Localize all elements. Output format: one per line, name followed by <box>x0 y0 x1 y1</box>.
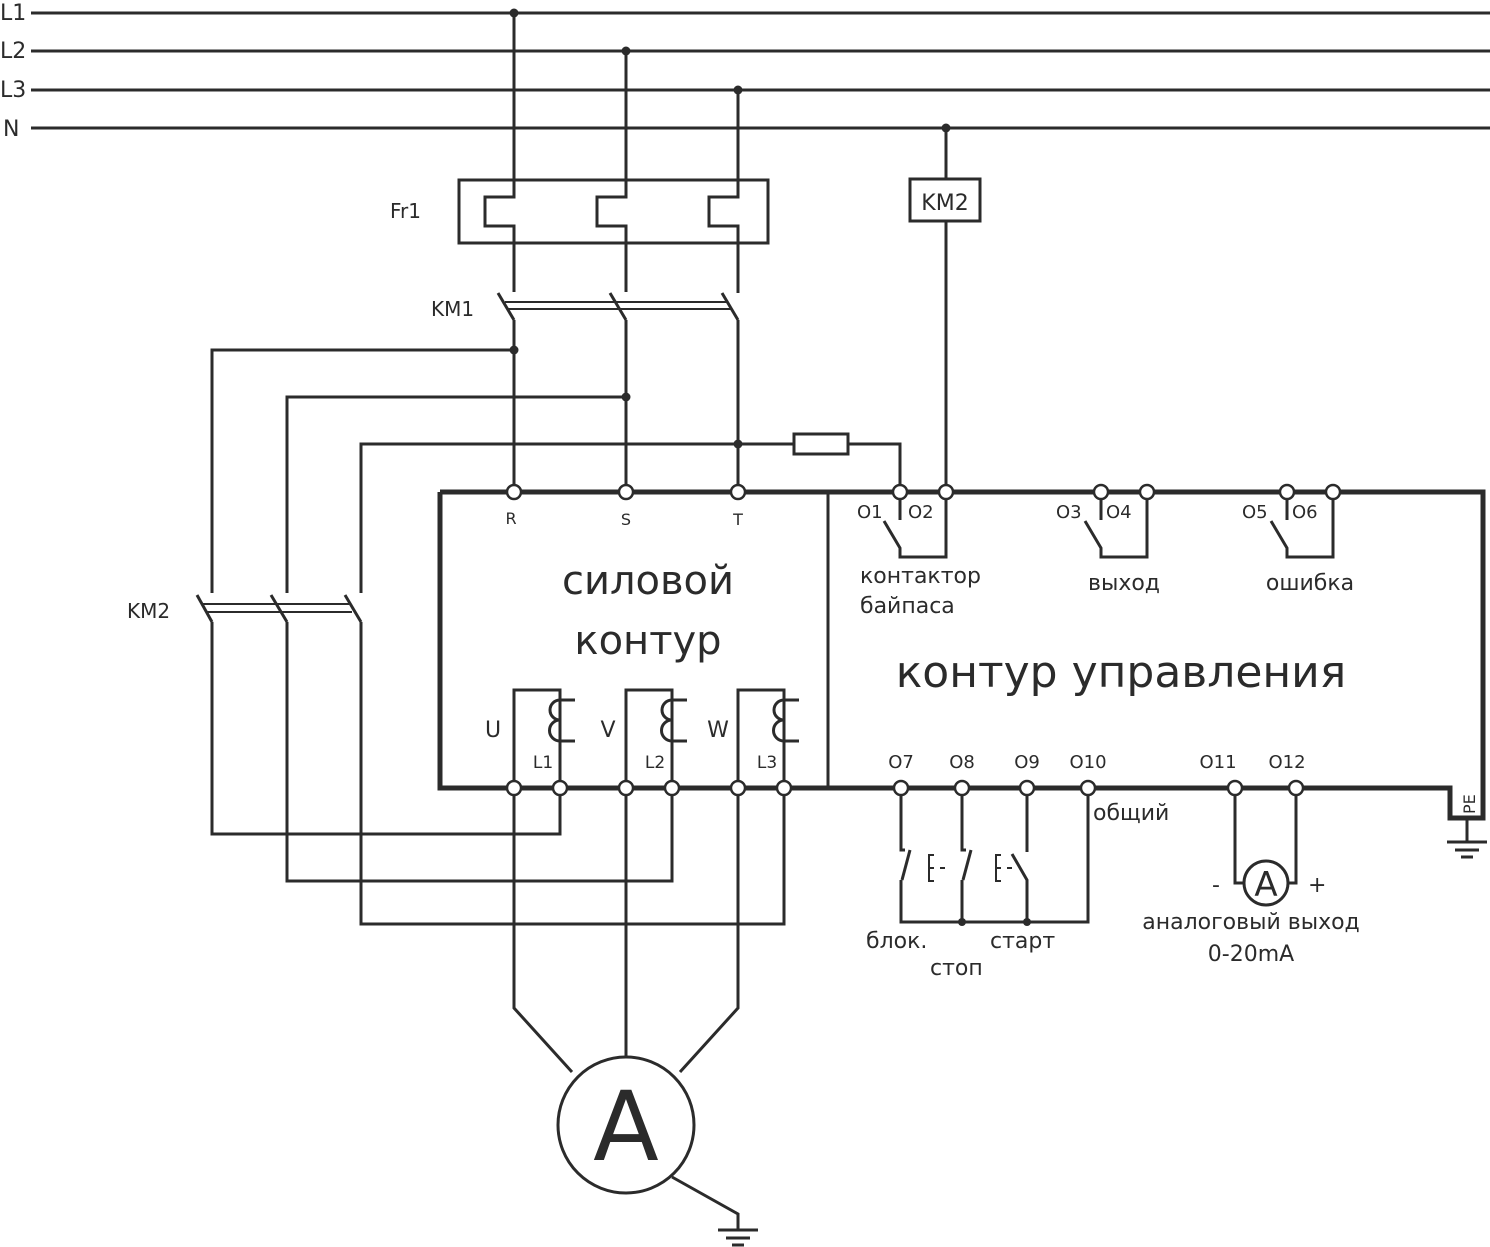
input-label-common: общий <box>1093 801 1169 826</box>
terminal-w1 <box>729 779 747 797</box>
motor: A <box>512 788 758 1247</box>
km2-coil: KM2 <box>908 128 982 492</box>
contactor-km1: KM1 <box>431 292 740 492</box>
terminal-label: O1 <box>857 502 883 523</box>
choke-l3: L3 W <box>707 688 799 788</box>
bus-label-l1: L1 <box>0 1 26 26</box>
relay-label-bypass-2: байпаса <box>860 594 955 619</box>
terminal-o6 <box>1324 483 1342 501</box>
ground-icon <box>718 1228 758 1247</box>
terminal-o4 <box>1138 483 1156 501</box>
terminal-o3 <box>1092 483 1110 501</box>
power-block: силовой контур R S T L1 U L2 V L3 W <box>485 509 799 788</box>
terminal-o11 <box>1226 779 1244 797</box>
input-label-block: блок. <box>866 929 927 954</box>
power-block-title-line2: контур <box>574 618 721 664</box>
wire <box>848 442 902 492</box>
input-label-s: S <box>621 510 631 529</box>
output-label-w: W <box>707 718 729 743</box>
terminal-v2 <box>663 779 681 797</box>
terminal-o7 <box>892 779 910 797</box>
terminal-o1 <box>891 483 909 501</box>
terminal-label: O2 <box>908 502 934 523</box>
analog-plus: + <box>1308 873 1326 898</box>
supply-bus: L1 L2 L3 N <box>0 1 1490 142</box>
terminals <box>505 483 1342 797</box>
terminal-o5 <box>1278 483 1296 501</box>
analog-output: A - + аналоговый выход 0-20mA <box>1142 788 1360 967</box>
terminal-label: O12 <box>1268 752 1305 773</box>
power-block-title-line1: силовой <box>562 558 734 604</box>
ammeter-icon <box>1242 859 1290 907</box>
analog-minus: - <box>1212 873 1220 898</box>
terminal-label: O11 <box>1199 752 1236 773</box>
motor-label: A <box>593 1071 659 1183</box>
terminal-label: O8 <box>949 752 975 773</box>
ground-icon <box>1447 840 1487 859</box>
pe-label: PE <box>1460 794 1479 814</box>
input-label-stop: стоп <box>930 956 983 981</box>
relay-error: O5 O6 ошибка <box>1242 492 1354 596</box>
terminal-o2 <box>937 483 955 501</box>
relay-bypass: O1 O2 контактор байпаса <box>857 492 981 619</box>
terminal-u2 <box>551 779 569 797</box>
terminal-label: O3 <box>1056 502 1082 523</box>
relay-label-error: ошибка <box>1266 571 1354 596</box>
terminal-v1 <box>617 779 635 797</box>
terminal-s <box>617 483 635 501</box>
input-label-start: старт <box>990 929 1055 954</box>
terminal-label: O6 <box>1292 502 1318 523</box>
bus-label-n: N <box>3 117 19 142</box>
bus-label-l3: L3 <box>0 78 26 103</box>
wire <box>285 395 626 593</box>
analog-label: аналоговый выход <box>1142 910 1360 935</box>
terminal-o9 <box>1018 779 1036 797</box>
choke-label: L3 <box>757 753 777 773</box>
output-label-v: V <box>600 718 615 743</box>
control-block: контур управления O1 O2 контактор байпас… <box>857 492 1487 981</box>
terminal-o8 <box>953 779 971 797</box>
choke-label: L1 <box>533 753 553 773</box>
output-label-u: U <box>485 718 501 743</box>
thermal-relay-label: Fr1 <box>390 199 421 223</box>
digital-inputs: общий блок. стоп старт <box>866 788 1169 981</box>
terminal-o12 <box>1287 779 1305 797</box>
relay-output: O3 O4 выход <box>1056 492 1160 596</box>
junction-dot <box>1023 918 1031 926</box>
control-block-title: контур управления <box>896 647 1347 698</box>
contactor-km2: KM2 <box>127 594 786 926</box>
terminal-label: O10 <box>1069 752 1106 773</box>
terminal-label: O5 <box>1242 502 1268 523</box>
bus-label-l2: L2 <box>0 39 26 64</box>
input-label-r: R <box>505 509 516 528</box>
wire <box>210 348 514 593</box>
terminal-label: O9 <box>1014 752 1040 773</box>
pe-ground: PE <box>1447 794 1487 859</box>
wire <box>359 442 738 593</box>
relay-label-output: выход <box>1088 571 1160 596</box>
choke-label: L2 <box>645 753 665 773</box>
terminal-u1 <box>505 779 523 797</box>
terminal-t <box>729 483 747 501</box>
choke-l2: L2 V <box>600 688 687 788</box>
analog-range: 0-20mA <box>1208 942 1294 967</box>
soft-starter-block <box>437 489 1486 821</box>
terminal-label: O4 <box>1106 502 1132 523</box>
terminal-label: O7 <box>888 752 914 773</box>
fuse <box>792 432 850 456</box>
input-label-t: T <box>732 510 743 529</box>
terminal-r <box>505 483 523 501</box>
contactor-km1-label: KM1 <box>431 297 474 321</box>
choke-l1: L1 U <box>485 688 575 788</box>
relay-label-bypass-1: контактор <box>860 564 981 589</box>
coil-label: KM2 <box>921 191 968 216</box>
junction-dot <box>958 918 966 926</box>
thermal-relay-fr1: Fr1 <box>390 178 770 245</box>
ammeter-label: A <box>1254 865 1277 905</box>
terminal-o10 <box>1079 779 1097 797</box>
contactor-km2-label: KM2 <box>127 599 170 623</box>
terminal-w2 <box>775 779 793 797</box>
